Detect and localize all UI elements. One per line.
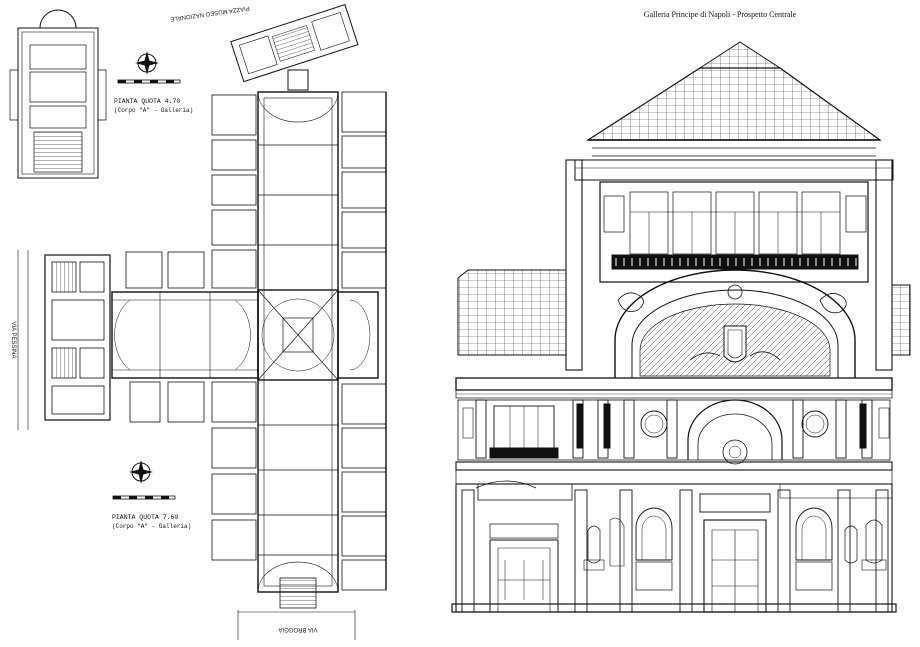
- street-label-top: PIAZZA MUSEO NAZIONALE: [170, 4, 250, 21]
- far-west-block: [17, 250, 111, 430]
- upper-left-plan: [9, 9, 107, 179]
- central-crossing: [257, 289, 339, 381]
- ground-cornice: [455, 461, 893, 501]
- gallery-north-south: [257, 91, 339, 593]
- elevation-drawing: [451, 41, 911, 613]
- east-rooms: [341, 91, 387, 591]
- first-floor: [457, 399, 891, 465]
- street-label-left: VIA PESSINA: [10, 321, 16, 358]
- upper-plan-subtitle: (Corpo "A" - Galleria): [114, 107, 193, 114]
- north-arrow-icon: [135, 51, 159, 75]
- glass-roof: [585, 41, 882, 157]
- lower-plan-subtitle: (Corpo "A" - Galleria): [112, 523, 191, 530]
- gallery-west-arm: [111, 291, 259, 379]
- top-angled-block: [230, 3, 359, 83]
- street-label-bottom: VIA BROGGIA: [278, 626, 317, 632]
- west-rooms: [125, 94, 257, 561]
- main-entablature: [455, 377, 893, 399]
- south-entrance: [237, 577, 356, 640]
- upper-plan-title: PIANTA QUOTA 4.70: [114, 98, 180, 105]
- great-arch: [614, 269, 856, 378]
- scale-bar-icon: [112, 495, 176, 500]
- side-glass-roofs: [457, 269, 911, 356]
- attic-storey: [565, 159, 894, 371]
- floor-plan-drawing: [9, 3, 387, 640]
- ground-floor: [451, 483, 897, 613]
- north-arrow-icon: [129, 460, 153, 484]
- scale-bar-icon: [117, 79, 181, 84]
- elevation-title: Galleria Principe di Napoli - Prospetto …: [644, 10, 797, 19]
- lower-plan-title: PIANTA QUOTA 7.60: [112, 514, 178, 521]
